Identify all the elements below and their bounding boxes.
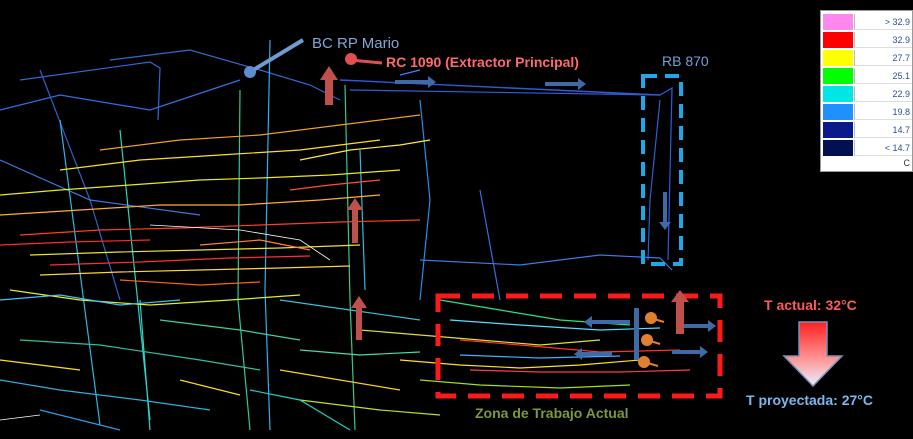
- exhaust-arrow-2: [347, 198, 363, 243]
- airflow-arrow-down: [659, 192, 671, 230]
- exhaust-arrow-4: [671, 290, 689, 334]
- fan-icons: [638, 312, 665, 368]
- airflow-bar-zone: [634, 308, 639, 360]
- legend-swatch: [823, 140, 853, 156]
- legend-value: 14.7: [854, 122, 912, 138]
- legend-value: 32.9: [854, 32, 912, 48]
- legend-swatch: [823, 122, 853, 138]
- legend-row: 14.7: [821, 121, 913, 139]
- label-rc-1090: RC 1090 (Extractor Principal): [386, 54, 579, 70]
- legend-value: 19.8: [854, 104, 912, 120]
- airflow-arrow-zone-3: [683, 320, 716, 332]
- legend-swatch: [823, 104, 853, 120]
- temperature-legend: > 32.9 32.9 27.7 25.1 22.9 19.8 14.7 < 1…: [820, 10, 913, 172]
- legend-swatch: [823, 86, 853, 102]
- airflow-arrow-top-1: [395, 76, 436, 88]
- label-t-actual: T actual: 32°C: [764, 297, 857, 313]
- exhaust-arrows: [320, 66, 689, 340]
- legend-row: 25.1: [821, 67, 913, 85]
- exhaust-arrow-1: [320, 66, 338, 105]
- temperature-arrow: [782, 321, 844, 388]
- label-t-proyectada: T proyectada: 27°C: [746, 392, 873, 408]
- legend-swatch: [823, 50, 853, 66]
- bc-rp-marker: [244, 66, 256, 78]
- tunnel-network: [0, 39, 691, 431]
- legend-value: < 14.7: [854, 140, 912, 156]
- exhaust-arrow-3: [351, 296, 367, 340]
- airflow-arrows: [395, 76, 716, 360]
- legend-value: 25.1: [854, 68, 912, 84]
- airflow-arrow-top-2: [545, 78, 586, 90]
- main-airway-line: [339, 79, 661, 96]
- airflow-arrow-zone-2: [574, 348, 612, 360]
- work-zone-frame: [435, 293, 723, 399]
- legend-value: > 32.9: [854, 14, 912, 30]
- airflow-arrow-zone-1: [584, 316, 630, 328]
- legend-row: 32.9: [821, 31, 913, 49]
- legend-row: > 32.9: [821, 13, 913, 31]
- rb-870-frame: [641, 74, 683, 266]
- legend-value: 22.9: [854, 86, 912, 102]
- label-bc-rp-mario: BC RP Mario: [312, 35, 400, 52]
- label-work-zone: Zona de Trabajo Actual: [475, 405, 629, 421]
- legend-swatch: [823, 68, 853, 84]
- legend-row: 22.9: [821, 85, 913, 103]
- rc-marker: [345, 53, 357, 65]
- legend-row: 27.7: [821, 49, 913, 67]
- legend-swatch: [823, 32, 853, 48]
- legend-unit: C: [903, 158, 911, 168]
- legend-row: 19.8: [821, 103, 913, 121]
- legend-value: 27.7: [854, 50, 912, 66]
- legend-row: < 14.7: [821, 139, 913, 157]
- label-rb-870: RB 870: [662, 53, 709, 69]
- legend-swatch: [823, 14, 853, 30]
- airflow-arrow-zone-4: [672, 346, 708, 358]
